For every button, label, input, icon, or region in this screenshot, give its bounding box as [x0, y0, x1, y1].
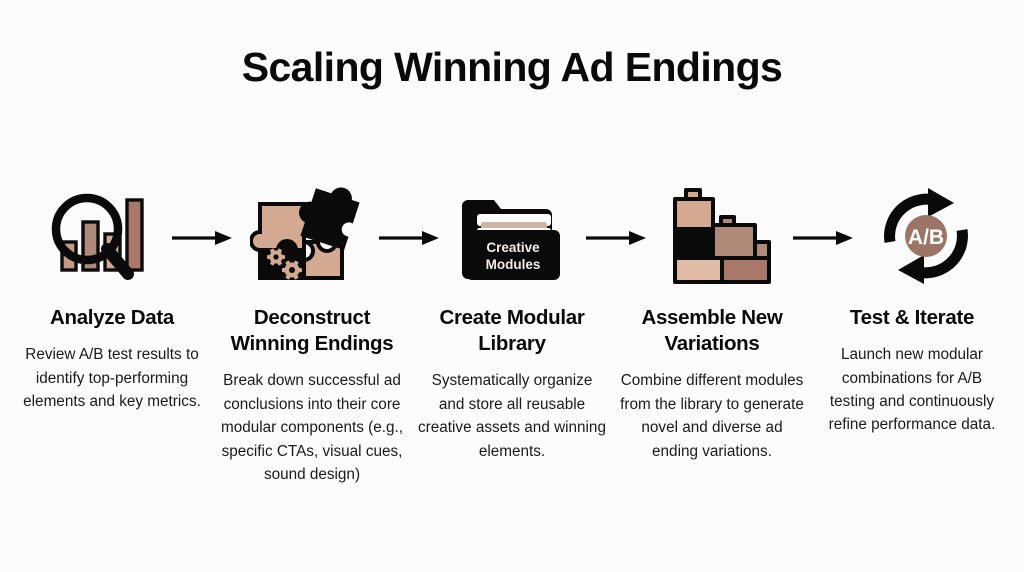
arrow-right-icon	[378, 229, 440, 247]
folder-label-line-1: Creative	[486, 240, 540, 255]
step-3-icon-cell: Creative Modules	[454, 186, 570, 290]
magnifier-bar-chart-icon	[44, 186, 152, 291]
arrow-right-icon	[792, 229, 854, 247]
process-icon-row: Creative Modules	[40, 186, 984, 290]
step-1-body: Review A/B test results to identify top-…	[23, 346, 201, 411]
ab-circle-label: A/B	[908, 226, 944, 249]
step-5-body: Launch new modular combinations for A/B …	[828, 346, 996, 434]
step-3-heading: Create Modular Library	[439, 306, 585, 356]
step-3-body: Systematically organize and store all re…	[418, 372, 606, 460]
page-title: Scaling Winning Ad Endings	[241, 44, 783, 90]
step-5-heading: Test & Iterate	[849, 306, 975, 329]
puzzle-pieces-gears-icon	[249, 186, 360, 291]
folder-label-line-2: Modules	[486, 257, 541, 272]
step-4-icon-cell	[661, 186, 777, 290]
step-4-column: Assemble New Variations Combine differen…	[618, 305, 806, 463]
step-3-column: Create Modular Library Systematically or…	[418, 305, 606, 463]
step-2-heading: Deconstruct Winning Endings	[230, 306, 394, 356]
connector-3	[570, 186, 661, 290]
step-1-heading: Analyze Data	[49, 306, 174, 329]
step-1-column: Analyze Data Review A/B test results to …	[18, 305, 206, 413]
step-2-column: Deconstruct Winning Endings Break down s…	[218, 305, 406, 486]
step-2-body: Break down successful ad conclusions int…	[221, 372, 403, 484]
arrow-right-icon	[585, 229, 647, 247]
connector-4	[777, 186, 868, 290]
arrow-right-icon	[171, 229, 233, 247]
step-2-icon-cell	[247, 186, 363, 290]
folder-stack-icon: Creative Modules	[460, 186, 564, 291]
step-1-icon-cell	[40, 186, 156, 290]
stacked-blocks-icon	[666, 186, 772, 291]
process-columns: Analyze Data Review A/B test results to …	[18, 305, 1006, 486]
step-5-column: Test & Iterate Launch new modular combin…	[818, 305, 1006, 437]
step-4-body: Combine different modules from the libra…	[620, 372, 804, 460]
step-5-icon-cell: A/B	[868, 186, 984, 290]
connector-1	[156, 186, 247, 290]
step-4-heading: Assemble New Variations	[641, 306, 783, 356]
ab-test-cycle-icon: A/B	[876, 186, 976, 291]
connector-2	[363, 186, 454, 290]
